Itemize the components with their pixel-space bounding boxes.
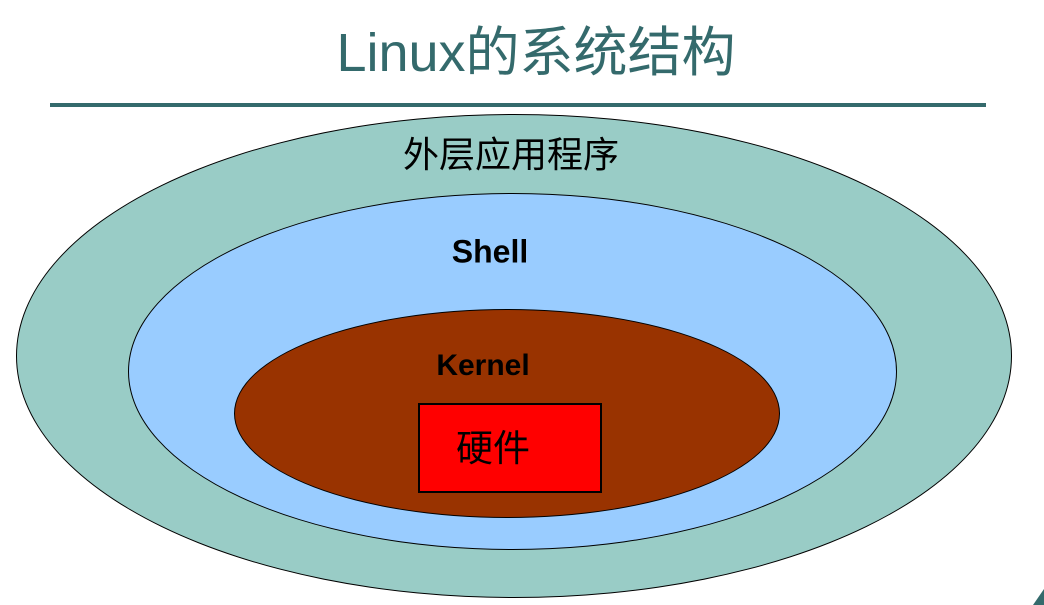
- page-title-cjk: 的系统结构: [465, 23, 736, 83]
- hardware-label: 硬件: [456, 429, 530, 470]
- hardware-box: [418, 403, 602, 493]
- layer-kernel-label: Kernel: [436, 349, 530, 382]
- page-title-latin: Linux: [336, 23, 466, 83]
- page-title: Linux的系统结构: [336, 22, 735, 84]
- corner-decoration-mark: [1033, 589, 1044, 605]
- title-divider: [50, 103, 986, 107]
- layer-shell-label: Shell: [451, 233, 529, 270]
- layer-applications-label: 外层应用程序: [402, 135, 620, 175]
